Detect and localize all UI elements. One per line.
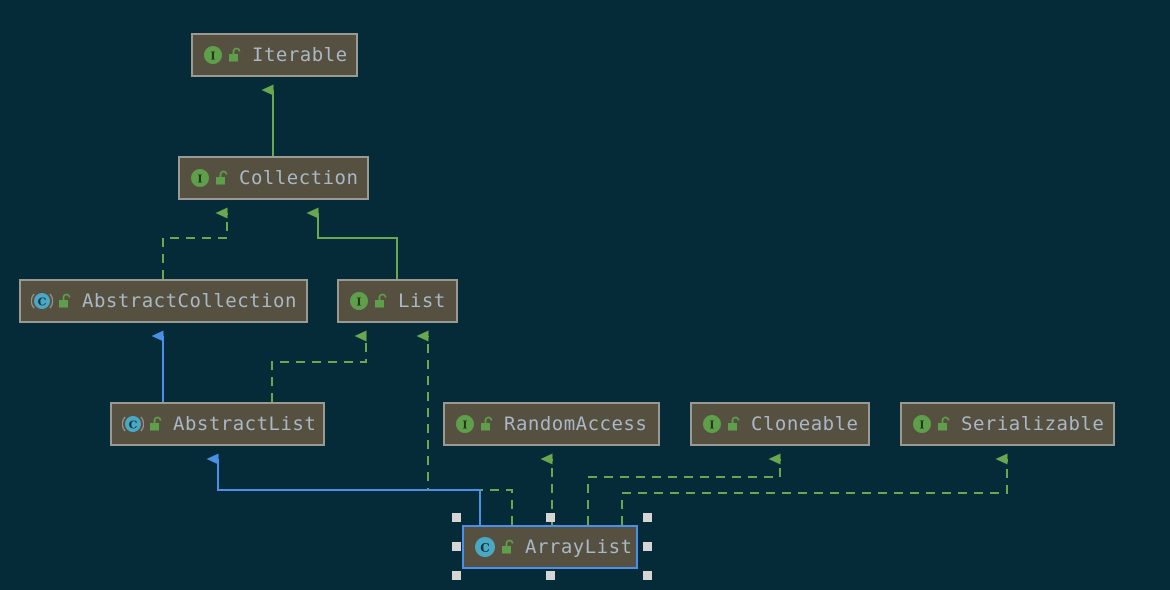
interface-icon: I [456, 415, 474, 433]
interface-icon: I [703, 415, 721, 433]
unlocked-padlock-icon [502, 539, 514, 554]
class-node-collection[interactable]: I Collection [178, 156, 369, 200]
node-icons-collection: I [190, 168, 229, 188]
node-label: ArrayList [525, 535, 633, 558]
interface-icon: I [204, 46, 222, 64]
node-label: List [398, 289, 446, 312]
edge-arraylist-to-cloneable[interactable] [587, 453, 781, 525]
class-icon: C [475, 537, 495, 557]
unlocked-padlock-icon [481, 416, 493, 431]
unlocked-padlock-icon [150, 416, 162, 431]
node-label: RandomAccess [504, 412, 648, 435]
edge-list-to-collection[interactable] [306, 207, 398, 279]
node-label: Collection [239, 166, 359, 189]
svg-text:I: I [709, 419, 714, 432]
node-icons-cloneable: I [702, 414, 741, 434]
edge-arraylist-to-abstractlist[interactable] [206, 453, 481, 525]
unlocked-padlock-icon [229, 47, 241, 62]
svg-text:I: I [210, 50, 215, 63]
selection-handle-s[interactable] [546, 571, 555, 580]
selection-handle-n[interactable] [546, 513, 555, 522]
selection-handle-sw[interactable] [452, 571, 461, 580]
unlocked-padlock-icon [59, 293, 71, 308]
interface-icon: I [913, 415, 931, 433]
node-icons-arraylist: C [474, 536, 515, 558]
class-node-arraylist[interactable]: C ArrayList [462, 525, 638, 569]
class-node-serializable[interactable]: I Serializable [900, 402, 1115, 446]
svg-text:C: C [129, 419, 138, 432]
svg-text:I: I [919, 419, 924, 432]
selection-handle-w[interactable] [452, 542, 461, 551]
class-node-iterable[interactable]: I Iterable [191, 33, 358, 77]
node-label: AbstractCollection [82, 289, 297, 312]
class-node-cloneable[interactable]: I Cloneable [690, 402, 870, 446]
node-icons-list: I [349, 291, 388, 311]
selection-handle-ne[interactable] [643, 513, 652, 522]
node-icons-abstractlist: C [122, 414, 163, 434]
interface-icon: I [191, 169, 209, 187]
class-node-abstractlist[interactable]: C AbstractList [110, 402, 325, 446]
class-node-randomaccess[interactable]: I RandomAccess [443, 402, 660, 446]
node-label: Iterable [252, 43, 348, 66]
node-label: Cloneable [751, 412, 859, 435]
node-label: Serializable [961, 412, 1105, 435]
node-label: AbstractList [173, 412, 317, 435]
node-icons-iterable: I [203, 45, 242, 65]
unlocked-padlock-icon [938, 416, 950, 431]
node-icons-serializable: I [912, 414, 951, 434]
selection-handle-se[interactable] [643, 571, 652, 580]
unlocked-padlock-icon [375, 293, 387, 308]
abstract-class-icon: C [31, 293, 53, 309]
node-icons-randomaccess: I [455, 414, 494, 434]
unlocked-padlock-icon [216, 170, 228, 185]
svg-text:I: I [356, 296, 361, 309]
svg-text:I: I [462, 419, 467, 432]
edge-arraylist-to-serializable[interactable] [621, 453, 1008, 525]
svg-text:C: C [38, 296, 47, 309]
edge-abstractlist-to-list[interactable] [271, 330, 367, 402]
selection-handle-e[interactable] [643, 542, 652, 551]
abstract-class-icon: C [122, 416, 144, 432]
selection-handle-nw[interactable] [452, 513, 461, 522]
svg-text:I: I [197, 173, 202, 186]
unlocked-padlock-icon [728, 416, 740, 431]
interface-icon: I [350, 292, 368, 310]
class-node-list[interactable]: I List [337, 279, 458, 323]
class-node-abstractcollection[interactable]: C AbstractCollection [19, 279, 308, 323]
node-icons-abstractcollection: C [31, 291, 72, 311]
svg-text:C: C [480, 541, 490, 555]
edge-abstractcollection-to-collection[interactable] [162, 207, 228, 279]
